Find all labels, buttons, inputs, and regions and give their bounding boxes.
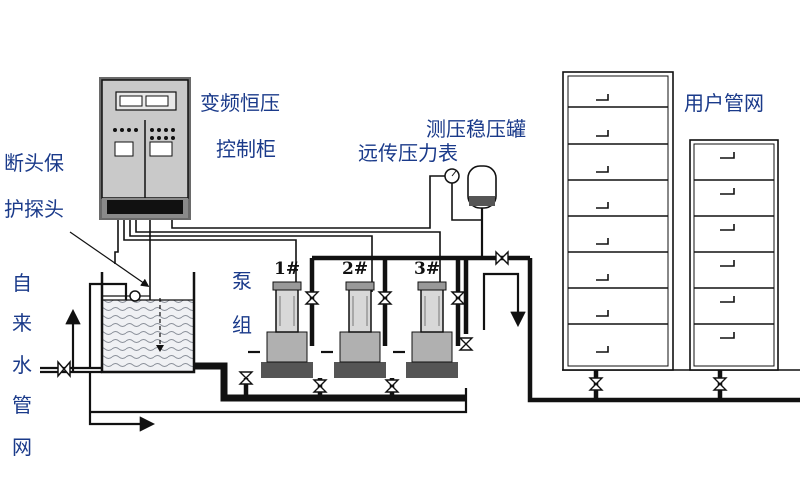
probe-label-line1: 断头保 (4, 151, 64, 175)
building-short (689, 139, 779, 371)
building-tall (562, 71, 674, 371)
stabilizer-tank (467, 165, 497, 258)
pump-1: 1# (261, 259, 313, 378)
pipe-valves (238, 250, 509, 393)
bypass-pipe (463, 258, 526, 334)
water-tank (100, 272, 196, 374)
water-main-label-2: 来 (12, 311, 32, 335)
pump-3-label: 3# (414, 259, 440, 279)
inlet-valve (57, 359, 71, 379)
disconnect-probe (69, 231, 150, 302)
water-main-label-4: 管 (12, 393, 32, 417)
pump-2-label: 2# (342, 259, 368, 279)
water-main-label-3: 水 (12, 353, 32, 377)
water-main-label-5: 网 (12, 435, 32, 459)
pump-group-label-1: 泵 (232, 269, 252, 293)
control-cabinet (99, 77, 191, 220)
stabilizer-tank-label: 测压稳压罐 (426, 117, 526, 141)
probe-label-line2: 护探头 (4, 197, 64, 221)
user-network-label: 用户管网 (684, 91, 764, 115)
pump-2: 2# (334, 259, 386, 378)
cabinet-label-line2: 控制柜 (216, 137, 276, 161)
pump-group-label-2: 组 (232, 313, 252, 337)
cabinet-buttons (113, 128, 175, 140)
pump-1-label: 1# (274, 259, 300, 279)
pressure-gauge (444, 168, 482, 221)
pressure-gauge-label: 远传压力表 (358, 141, 458, 165)
cabinet-label-line1: 变频恒压 (200, 91, 280, 115)
water-main-label-1: 自 (12, 271, 32, 295)
pump-3: 3# (406, 259, 458, 378)
